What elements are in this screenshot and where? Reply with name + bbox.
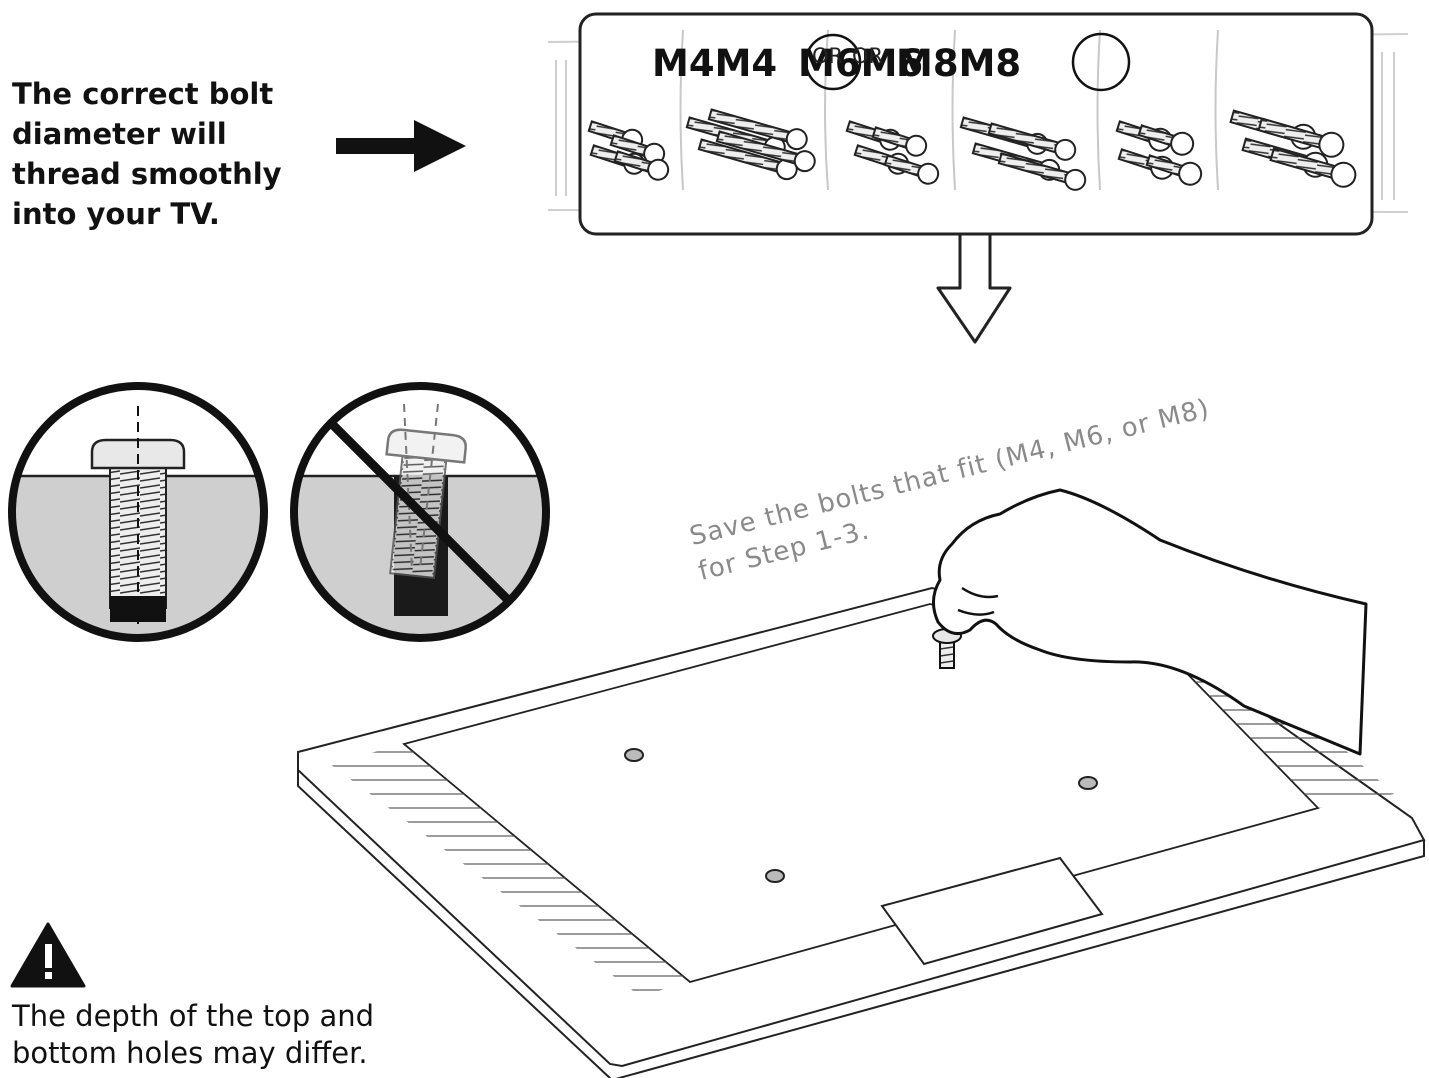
m8-label: M8M8 (896, 42, 1022, 85)
or-circle-left (804, 33, 862, 91)
bolt-group-m8-long (1229, 109, 1357, 188)
or-label-left: OR (812, 44, 844, 68)
or-label-right: OR (852, 44, 884, 68)
bolt-group-m8-short (1115, 120, 1203, 186)
bolt-group-m4-long (685, 108, 816, 181)
hand-illustration (932, 488, 1368, 756)
right-arrow-icon (336, 120, 466, 172)
bolt-group-m4-short (587, 120, 670, 181)
vesa-hole-3 (765, 869, 785, 883)
incorrect-fit-detail (290, 382, 550, 642)
m4-label: M4M4 (652, 42, 778, 85)
vesa-hole-2 (1078, 776, 1098, 790)
prohibition-icon (326, 418, 514, 606)
bolt-group-m6-short (845, 120, 940, 185)
intro-text: The correct bolt diameter will thread sm… (12, 77, 282, 231)
pouch-dividers (679, 29, 1219, 191)
warning-text: The depth of the top and bottom holes ma… (12, 999, 375, 1070)
correct-fit-detail (8, 382, 268, 642)
down-arrow-icon (936, 232, 1012, 344)
bolt-group-m6-long (959, 116, 1087, 191)
vesa-hole-1 (624, 748, 644, 762)
m6-label: M6M6 (798, 42, 924, 85)
or-circle-right (1071, 32, 1131, 92)
warning-triangle-icon (10, 922, 86, 988)
